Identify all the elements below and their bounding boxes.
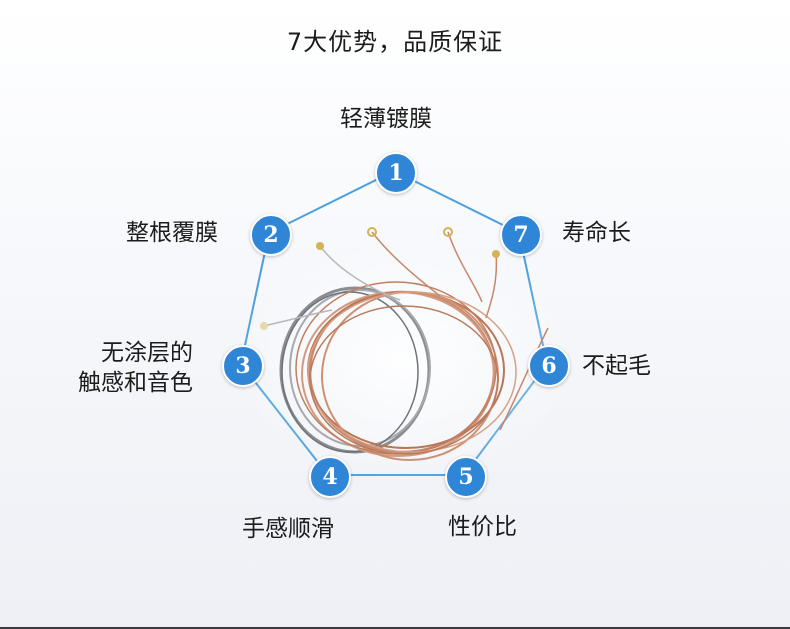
feature-badge-5: 5 <box>445 456 487 498</box>
feature-label-6: 不起毛 <box>582 353 651 379</box>
feature-label-1: 轻薄镀膜 <box>340 106 432 132</box>
feature-label-7: 寿命长 <box>562 220 631 246</box>
feature-badge-4: 4 <box>309 456 351 498</box>
feature-label-3: 无涂层的 触感和音色 <box>78 338 193 398</box>
page-title: 7大优势，品质保证 <box>286 28 504 56</box>
feature-badge-3: 3 <box>222 345 264 387</box>
feature-badge-1: 1 <box>375 152 417 194</box>
bottom-divider <box>0 627 790 629</box>
string-coils-image <box>235 227 575 485</box>
feature-label-3-line-1: 无涂层的 <box>101 340 193 366</box>
feature-label-3-line-2: 触感和音色 <box>78 370 193 396</box>
feature-label-5: 性价比 <box>448 514 517 540</box>
feature-badge-6: 6 <box>528 345 570 387</box>
feature-label-2: 整根覆膜 <box>126 220 218 246</box>
feature-badge-2: 2 <box>250 214 292 256</box>
feature-badge-7: 7 <box>500 214 542 256</box>
feature-label-4: 手感顺滑 <box>242 516 334 542</box>
